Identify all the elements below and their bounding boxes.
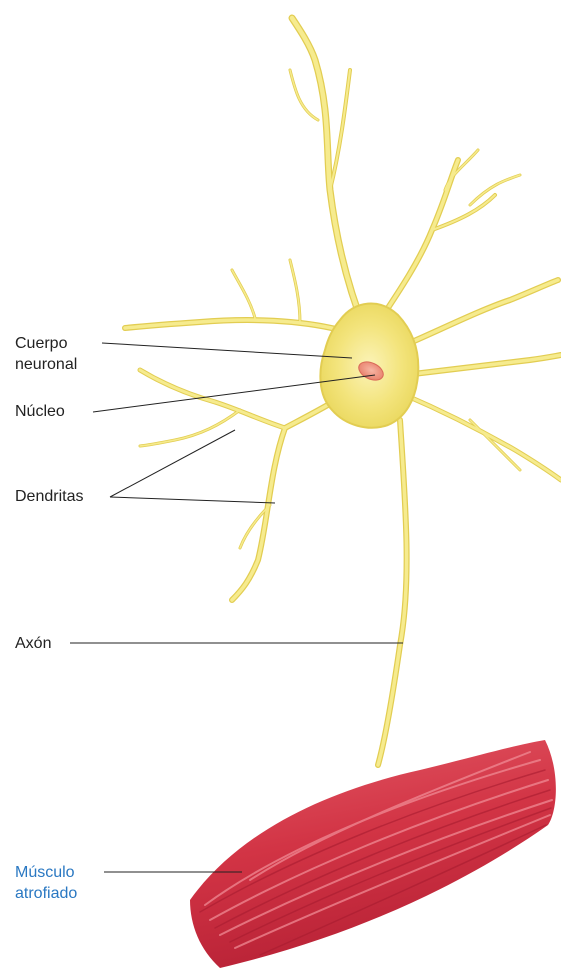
nucleus-label: Núcleo — [15, 401, 65, 422]
cell-body-leader — [102, 343, 352, 358]
muscle-label-line1: Músculo — [15, 862, 77, 883]
cell-body-label: Cuerpo neuronal — [15, 333, 77, 375]
atrophied-muscle — [190, 740, 556, 968]
neuron — [125, 18, 561, 765]
cell-body-label-line2: neuronal — [15, 354, 77, 375]
dendrites-leader-lower — [110, 497, 275, 503]
muscle-label: Músculo atrofiado — [15, 862, 77, 904]
muscle-label-line2: atrofiado — [15, 883, 77, 904]
axon-label: Axón — [15, 633, 51, 654]
cell-body-label-line1: Cuerpo — [15, 333, 77, 354]
dendrites-label: Dendritas — [15, 486, 83, 507]
